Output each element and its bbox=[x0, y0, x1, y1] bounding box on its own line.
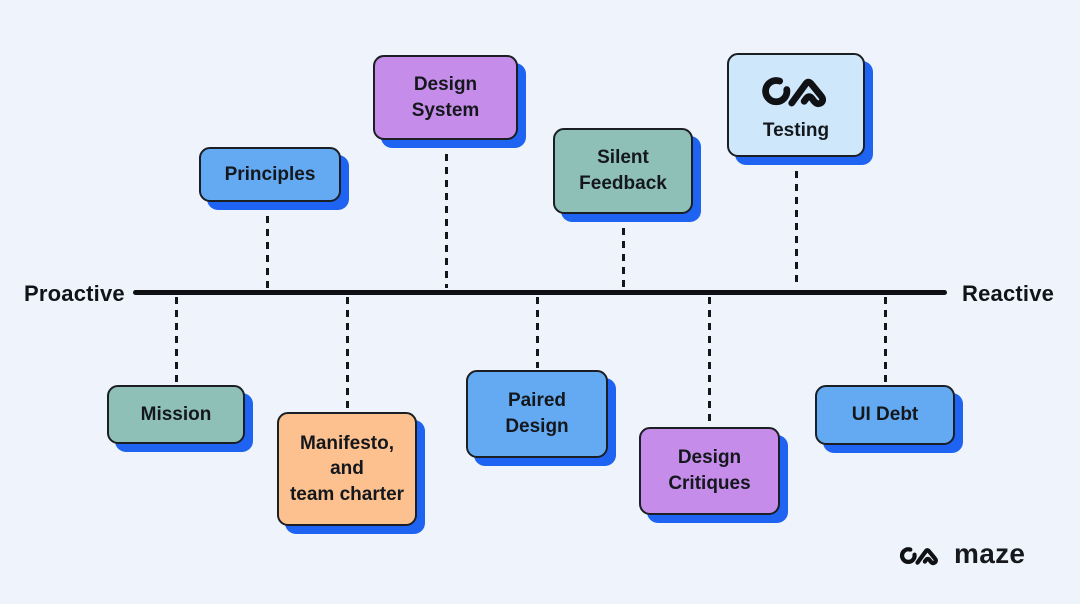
card-label: Design Critiques bbox=[668, 447, 751, 494]
card-principles: Principles bbox=[199, 147, 341, 202]
card-label: Design System bbox=[411, 73, 480, 121]
connector-mission bbox=[174, 297, 178, 383]
connector-testing bbox=[794, 158, 798, 288]
card-label: Silent Feedback bbox=[579, 147, 667, 194]
maze-logo: maze bbox=[899, 540, 1025, 570]
maze-logo-icon bbox=[899, 546, 938, 565]
card-manifesto: Manifesto, and team charter bbox=[277, 412, 417, 526]
card-label: UI Debt bbox=[851, 404, 919, 426]
spectrum-right-label: Reactive bbox=[962, 281, 1055, 306]
connector-manifesto bbox=[345, 297, 349, 410]
card-label: Manifesto, and team charter bbox=[289, 432, 405, 505]
card-label: Mission bbox=[140, 403, 212, 425]
spectrum-left-label: Proactive bbox=[24, 281, 125, 306]
card-design-critiques: Design Critiques bbox=[639, 427, 780, 515]
card-label: Principles bbox=[224, 163, 316, 185]
connector-silent-feedback bbox=[621, 215, 625, 288]
card-label: Testing bbox=[762, 119, 830, 141]
maze-logo-icon bbox=[762, 76, 827, 107]
card-mission: Mission bbox=[107, 385, 245, 444]
card-label: Paired Design bbox=[505, 390, 569, 437]
connector-principles bbox=[265, 203, 269, 288]
timeline-line bbox=[133, 290, 947, 295]
connector-paired-design bbox=[535, 297, 539, 368]
card-testing: Testing bbox=[727, 53, 865, 157]
card-silent-feedback: Silent Feedback bbox=[553, 128, 693, 214]
connector-design-critiques bbox=[707, 297, 711, 425]
maze-wordmark: maze bbox=[954, 538, 1026, 569]
connector-ui-debt bbox=[883, 297, 887, 383]
card-ui-debt: UI Debt bbox=[815, 385, 955, 445]
connector-design-system bbox=[444, 141, 448, 288]
card-paired-design: Paired Design bbox=[466, 370, 608, 458]
card-design-system: Design System bbox=[373, 55, 518, 140]
